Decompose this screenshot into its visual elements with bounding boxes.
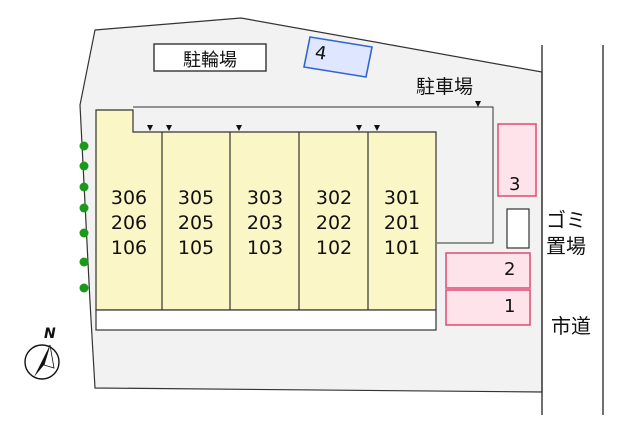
driveway-path xyxy=(133,106,494,244)
hedge-dot xyxy=(79,161,89,171)
hedge-dot xyxy=(79,283,89,293)
garbage-label-line2: 置場 xyxy=(546,234,586,258)
balcony-strip xyxy=(95,309,437,331)
unit-number: 103 xyxy=(246,237,284,259)
unit-number: 106 xyxy=(110,237,148,259)
north-label: N xyxy=(44,326,56,342)
unit-number: 206 xyxy=(110,212,148,234)
parking-space-2-number: 2 xyxy=(504,259,516,280)
hedge-dot xyxy=(79,228,89,238)
parking-space-3 xyxy=(497,123,537,197)
north-arrow-icon xyxy=(24,344,60,380)
unit-number: 302 xyxy=(315,187,353,209)
garbage-area-box xyxy=(506,208,530,249)
hedge xyxy=(79,141,89,293)
hedge-dot xyxy=(79,257,89,267)
unit-number: 306 xyxy=(110,187,148,209)
entrance-marker xyxy=(236,125,242,131)
unit-number: 305 xyxy=(177,187,215,209)
hedge-dot xyxy=(79,141,89,151)
hedge-dot xyxy=(79,203,89,213)
parking-lot-label: 駐車場 xyxy=(416,76,474,98)
parking-space-1 xyxy=(445,289,531,326)
unit-number: 101 xyxy=(383,237,421,259)
unit-number: 201 xyxy=(383,212,421,234)
entrance-marker xyxy=(356,125,362,131)
unit-column-3: 303 203 103 xyxy=(232,186,298,261)
unit-dividers xyxy=(161,132,369,330)
unit-column-5: 301 201 101 xyxy=(369,186,435,261)
bicycle-parking-label: 駐輪場 xyxy=(183,50,237,71)
parking-space-3-number: 3 xyxy=(509,174,521,195)
unit-column-2: 305 205 105 xyxy=(163,186,229,261)
unit-column-4: 302 202 102 xyxy=(301,186,367,261)
entrance-marker xyxy=(166,125,172,131)
parking-space-2 xyxy=(445,252,531,289)
bicycle-parking-box xyxy=(153,43,267,72)
unit-number: 205 xyxy=(177,212,215,234)
city-road-label: 市道 xyxy=(551,314,591,338)
entrance-marker xyxy=(147,125,153,131)
entrance-markers xyxy=(147,101,481,131)
unit-number: 203 xyxy=(246,212,284,234)
unit-number: 303 xyxy=(246,187,284,209)
unit-number: 202 xyxy=(315,212,353,234)
unit-number: 301 xyxy=(383,187,421,209)
parking-space-1-number: 1 xyxy=(504,296,516,317)
hedge-dot xyxy=(79,182,89,192)
garbage-label-line1: ゴミ xyxy=(546,208,586,232)
parking-space-4 xyxy=(303,36,373,78)
entrance-marker xyxy=(475,101,481,107)
entrance-marker xyxy=(374,125,380,131)
unit-number: 105 xyxy=(177,237,215,259)
unit-column-1: 306 206 106 xyxy=(96,186,162,261)
unit-number: 102 xyxy=(315,237,353,259)
